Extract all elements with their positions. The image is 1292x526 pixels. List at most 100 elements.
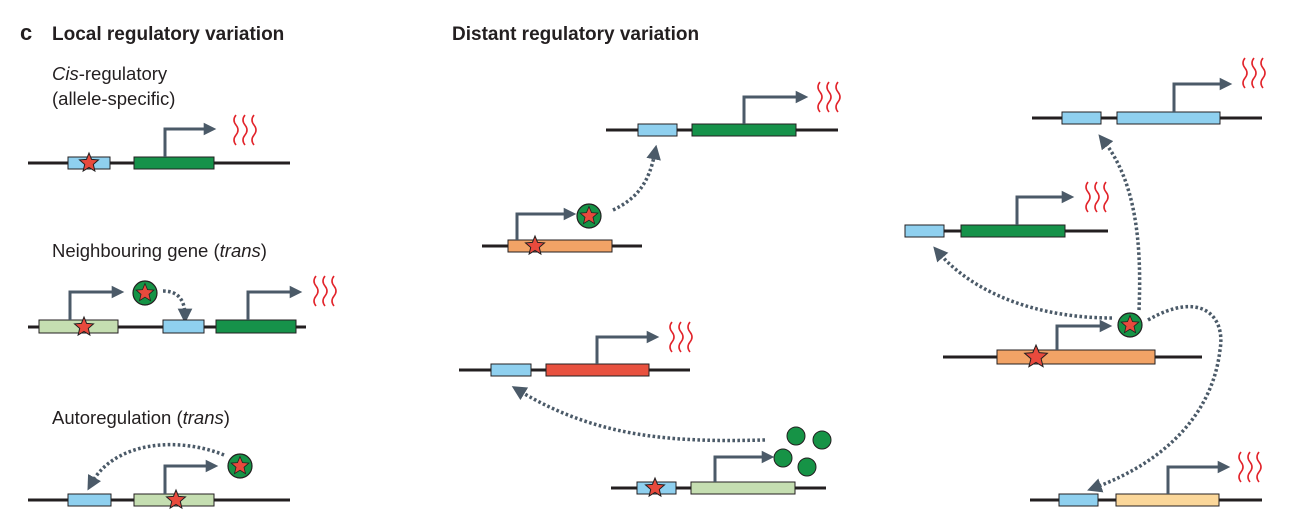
enhancer-element	[904, 224, 945, 238]
enhancer-element	[1058, 493, 1099, 507]
mrna-wave	[678, 321, 684, 353]
transcription-start-arrow-icon	[515, 207, 577, 240]
mrna-wave	[1247, 451, 1253, 483]
transcription-factor-icon	[227, 453, 253, 479]
mrna-wave	[322, 275, 328, 307]
transcript-squiggle-icon	[1242, 57, 1266, 89]
cis-locus	[28, 114, 290, 173]
variant-star-icon	[1120, 314, 1140, 334]
target-gene	[215, 319, 297, 334]
mrna-wave	[817, 81, 823, 113]
mrna-wave	[669, 321, 675, 353]
mrna-wave	[1085, 181, 1091, 213]
cis-label-line2: (allele-specific)	[52, 88, 175, 109]
neighbouring-label: Neighbouring gene (trans)	[52, 240, 267, 261]
variant-star-icon	[524, 234, 546, 256]
variant-star-icon	[73, 315, 95, 337]
distant-target-locus-4	[904, 181, 1109, 238]
target-gene	[691, 123, 797, 137]
distant-heading: Distant regulatory variation	[452, 24, 699, 45]
distant-target-locus-1	[606, 81, 841, 137]
mrna-wave	[1251, 57, 1257, 89]
distant-source-locus-1	[482, 144, 661, 256]
mrna-wave	[1256, 451, 1262, 483]
transcript-squiggle-icon	[817, 81, 841, 113]
transcript-squiggle-icon	[1085, 181, 1109, 213]
transcription-start-arrow-icon	[713, 450, 775, 482]
transcript-squiggle-icon	[669, 321, 693, 353]
distant-target-locus-3	[1032, 57, 1266, 125]
transcript-squiggle-icon	[1238, 451, 1262, 483]
enhancer-element	[67, 493, 112, 507]
transcription-start-arrow-icon	[163, 122, 217, 157]
variant-star-icon	[644, 476, 666, 498]
regulation-arrow-icon	[1098, 134, 1142, 311]
target-gene	[960, 224, 1066, 238]
transcription-start-arrow-icon	[1055, 319, 1113, 350]
local-heading: Local regulatory variation	[52, 24, 284, 45]
mrna-wave	[1094, 181, 1100, 213]
mrna-wave	[251, 114, 257, 146]
noncoding-rna-gene	[690, 481, 796, 495]
regulation-arrow-icon	[1087, 304, 1223, 493]
transcript-squiggle-icon	[313, 275, 337, 307]
variant-star-icon	[165, 488, 187, 510]
rna-molecule-icon	[797, 457, 817, 477]
regulation-arrow-icon	[87, 442, 225, 491]
transcription-start-arrow-icon	[68, 285, 125, 320]
regulation-arrow-icon	[162, 289, 193, 324]
mrna-wave	[242, 114, 248, 146]
transcription-start-arrow-icon	[595, 330, 660, 364]
rna-molecule-icon	[773, 448, 793, 468]
distant-target-locus-2	[459, 321, 693, 377]
rna-molecule-icon	[812, 430, 832, 450]
mrna-wave	[687, 321, 693, 353]
enhancer-element	[637, 123, 678, 137]
regulation-arrow-icon	[933, 246, 1113, 320]
transcription-start-arrow-icon	[163, 459, 219, 494]
mrna-wave	[1238, 451, 1244, 483]
target-gene	[1116, 111, 1221, 125]
transcription-factor-icon	[576, 203, 602, 229]
target-gene	[133, 156, 215, 170]
mrna-wave	[1103, 181, 1109, 213]
target-gene	[1115, 493, 1220, 507]
variant-star-icon	[135, 282, 155, 302]
mrna-wave	[313, 275, 319, 307]
enhancer-element	[1061, 111, 1102, 125]
mrna-wave	[826, 81, 832, 113]
enhancer-element	[490, 363, 532, 377]
cis-label-line1: Cis-regulatory	[52, 63, 168, 84]
variant-star-icon	[579, 205, 599, 225]
neighbouring-locus	[28, 275, 337, 337]
regulator-gene	[996, 349, 1156, 365]
mrna-wave	[1242, 57, 1248, 89]
distant-target-locus-5	[1030, 451, 1262, 507]
transcription-factor-icon	[132, 280, 158, 306]
variant-star-icon	[230, 455, 250, 475]
autoregulation-locus	[28, 442, 290, 510]
transcription-start-arrow-icon	[246, 285, 303, 320]
variant-star-icon	[1023, 343, 1049, 368]
variant-star-icon	[78, 151, 100, 173]
transcription-start-arrow-icon	[1015, 190, 1075, 225]
mrna-wave	[233, 114, 239, 146]
mrna-wave	[1260, 57, 1266, 89]
mrna-wave	[331, 275, 337, 307]
regulation-arrow-icon	[612, 144, 661, 212]
enhancer-element	[162, 319, 205, 334]
rna-molecule-icon	[786, 426, 806, 446]
target-gene	[545, 363, 650, 377]
transcript-squiggle-icon	[233, 114, 257, 146]
regulator-gene	[507, 239, 613, 253]
regulation-arrow-icon	[511, 386, 766, 443]
panel-letter: c	[20, 20, 32, 45]
autoregulation-label: Autoregulation (trans)	[52, 407, 230, 428]
transcription-start-arrow-icon	[1172, 77, 1233, 112]
distant-source-locus-2	[511, 386, 832, 498]
transcription-start-arrow-icon	[742, 90, 809, 124]
transcription-factor-icon	[1117, 312, 1143, 338]
mrna-wave	[835, 81, 841, 113]
distant-source-locus-3	[933, 134, 1223, 493]
